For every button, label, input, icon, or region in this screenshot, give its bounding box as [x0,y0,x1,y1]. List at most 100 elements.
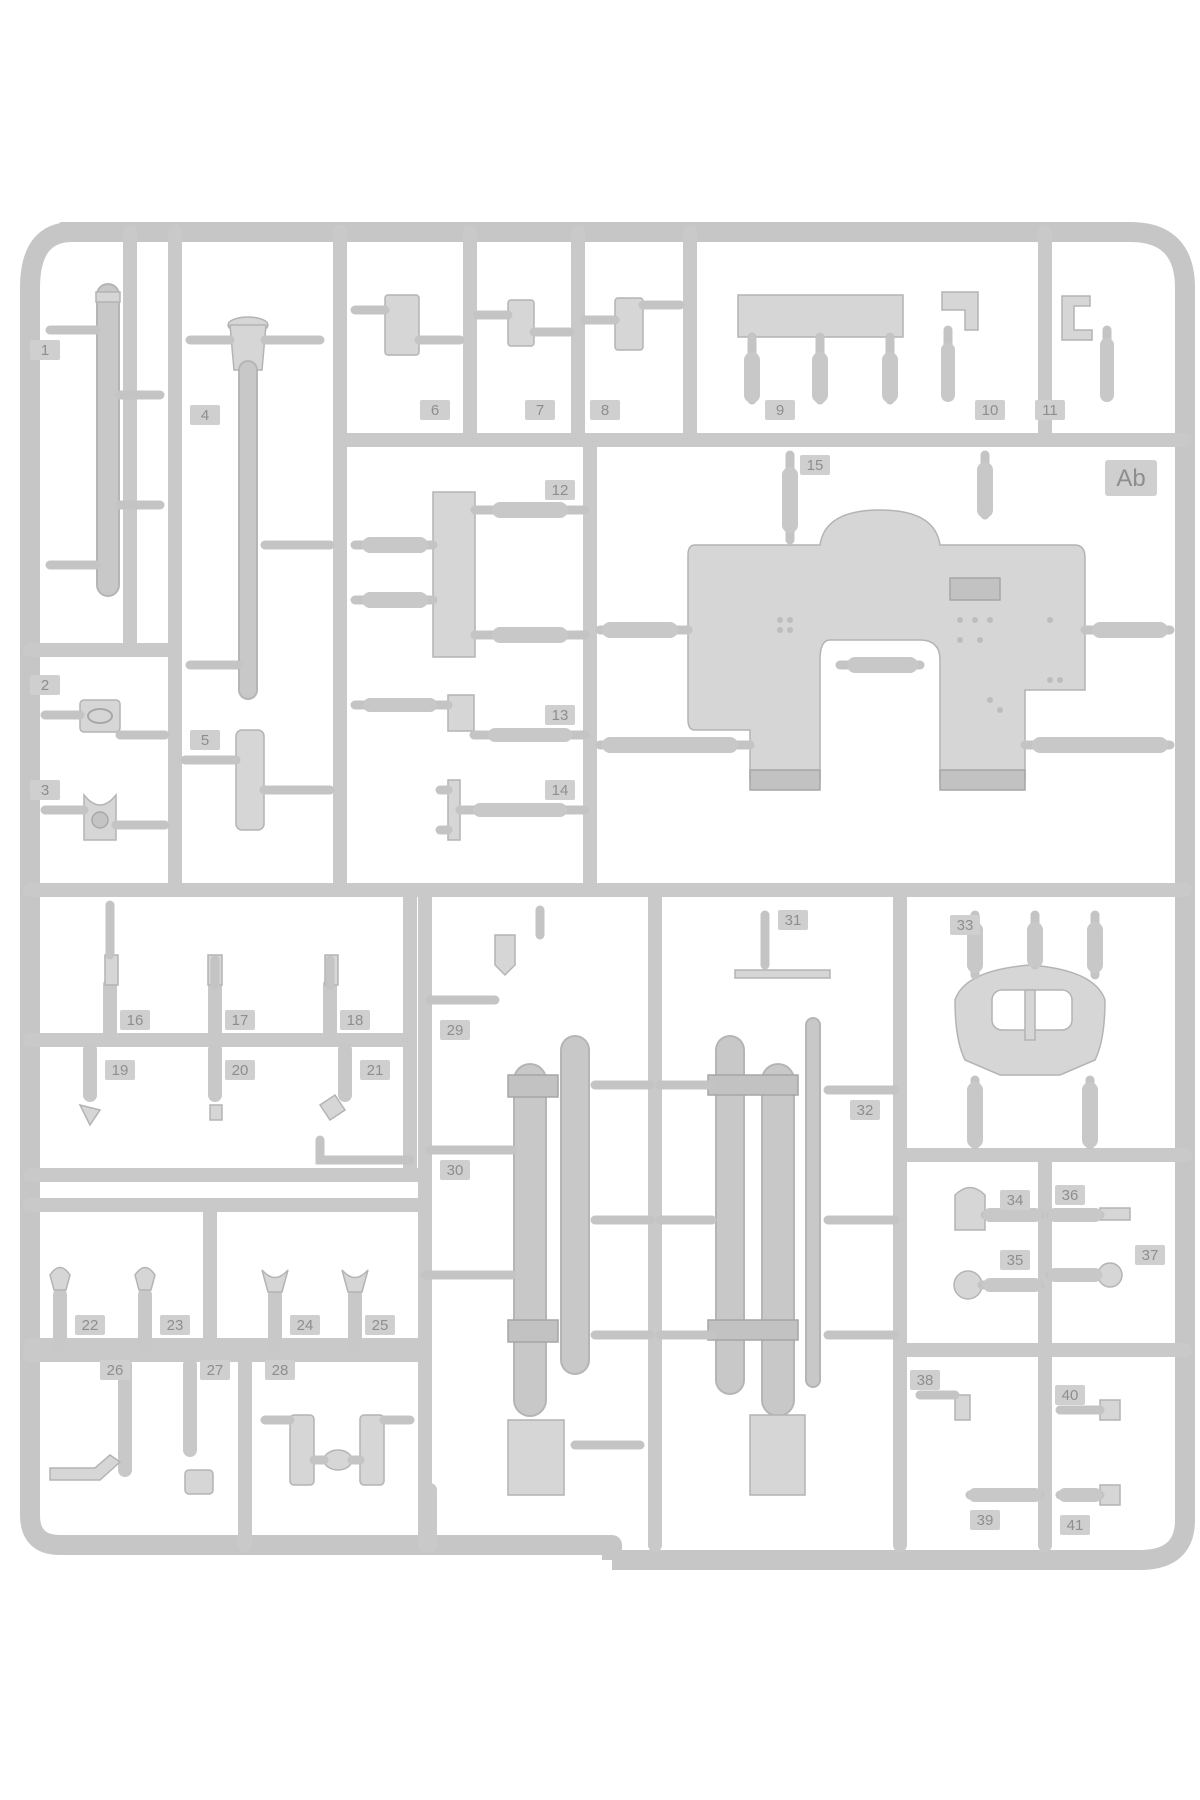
part-tag-bg [1000,1250,1030,1270]
part-tag-bg [970,1510,1000,1530]
part-number-label: 10 [982,402,999,419]
part-tag-28: 28 [265,1360,295,1380]
part-tag-bg [360,1060,390,1080]
part-number-label: 30 [447,1162,464,1179]
parts-34-41 [915,1186,1131,1506]
part-tag-bg [1135,1245,1165,1265]
part-tag-bg [225,1060,255,1080]
part-number-label: 40 [1062,1387,1079,1404]
part-tag-10: 10 [975,400,1005,420]
part-number-label: 6 [431,402,439,419]
part-tag-15: 15 [800,455,830,475]
part-tag-bg [420,400,450,420]
part-tag-39: 39 [970,1510,1000,1530]
part-tag-23: 23 [160,1315,190,1335]
part-tag-bg [30,780,60,800]
part-tag-bg [850,1100,880,1120]
part-number-label: 37 [1142,1247,1159,1264]
part-tag-12: 12 [545,480,575,500]
part-tag-1: 1 [30,340,60,360]
part-tag-bg [120,1010,150,1030]
part-tag-bg [225,1010,255,1030]
part-tag-bg [160,1315,190,1335]
part-tag-6: 6 [420,400,450,420]
part-tag-2: 2 [30,675,60,695]
part-number-label: 35 [1007,1252,1024,1269]
part-number-label: 13 [552,707,569,724]
part-number-label: 4 [201,407,209,424]
part-number-label: 19 [112,1062,129,1079]
part-number-label: 3 [41,782,49,799]
part-11 [1061,295,1114,402]
part-7 [473,299,575,347]
part-tag-bg [590,400,620,420]
part-tag-13: 13 [545,705,575,725]
part-1-tube [45,283,165,597]
part-tag-bg [200,1360,230,1380]
part-tag-bg [290,1315,320,1335]
part-number-label: 39 [977,1512,994,1529]
part-tag-29: 29 [440,1020,470,1040]
part-6 [350,294,465,356]
part-number-label: 11 [1042,402,1058,419]
part-tag-14: 14 [545,780,575,800]
part-tag-bg [1000,1190,1030,1210]
part-tag-5: 5 [190,730,220,750]
sprue-id-tag: Ab [1105,460,1157,496]
part-tag-17: 17 [225,1010,255,1030]
parts-22-28 [49,1266,415,1495]
part-number-label: 8 [601,402,609,419]
part-number-label: 28 [272,1362,289,1379]
part-number-label: 25 [372,1317,389,1334]
part-tag-7: 7 [525,400,555,420]
part-tag-18: 18 [340,1010,370,1030]
part-tag-bg [75,1315,105,1335]
part-tag-36: 36 [1055,1185,1085,1205]
part-tag-9: 9 [765,400,795,420]
part-tag-35: 35 [1000,1250,1030,1270]
part-tag-32: 32 [850,1100,880,1120]
part-number-label: 34 [1007,1192,1024,1209]
part-tag-bg [340,1010,370,1030]
part-tag-bg [545,780,575,800]
part-tag-bg [365,1315,395,1335]
part-tag-bg [910,1370,940,1390]
part-tag-11: 11 [1035,400,1065,420]
part-8 [580,297,685,351]
part-number-label: 41 [1067,1517,1084,1534]
part-tag-bg [190,405,220,425]
part-tag-41: 41 [1060,1515,1090,1535]
part-number-label: 29 [447,1022,464,1039]
part-tag-bg [545,480,575,500]
parts-31-32-barrels [655,910,900,1496]
part-3 [40,792,170,841]
part-tag-3: 3 [30,780,60,800]
part-tag-40: 40 [1055,1385,1085,1405]
part-tag-bg [800,455,830,475]
parts-16-21 [24,900,416,1165]
part-tag-bg [1055,1385,1085,1405]
part-tag-4: 4 [190,405,220,425]
part-tag-bg [30,675,60,695]
part-tag-bg [950,915,980,935]
part-number-label: 23 [167,1317,184,1334]
part-number-label: 2 [41,677,49,694]
part-tag-bg [440,1160,470,1180]
part-5 [180,729,335,831]
part-tag-25: 25 [365,1315,395,1335]
part-tag-bg [190,730,220,750]
parts-29-30-barrels [420,905,655,1496]
part-tag-20: 20 [225,1060,255,1080]
part-tag-24: 24 [290,1315,320,1335]
part-tag-bg [778,910,808,930]
part-number-label: 18 [347,1012,364,1029]
part-number-label: 26 [107,1362,124,1379]
part-number-label: 15 [807,457,824,474]
part-number-label: 9 [776,402,784,419]
part-tag-bg [1055,1185,1085,1205]
part-tag-33: 33 [950,915,980,935]
part-14 [435,779,590,841]
part-number-label: 32 [857,1102,874,1119]
